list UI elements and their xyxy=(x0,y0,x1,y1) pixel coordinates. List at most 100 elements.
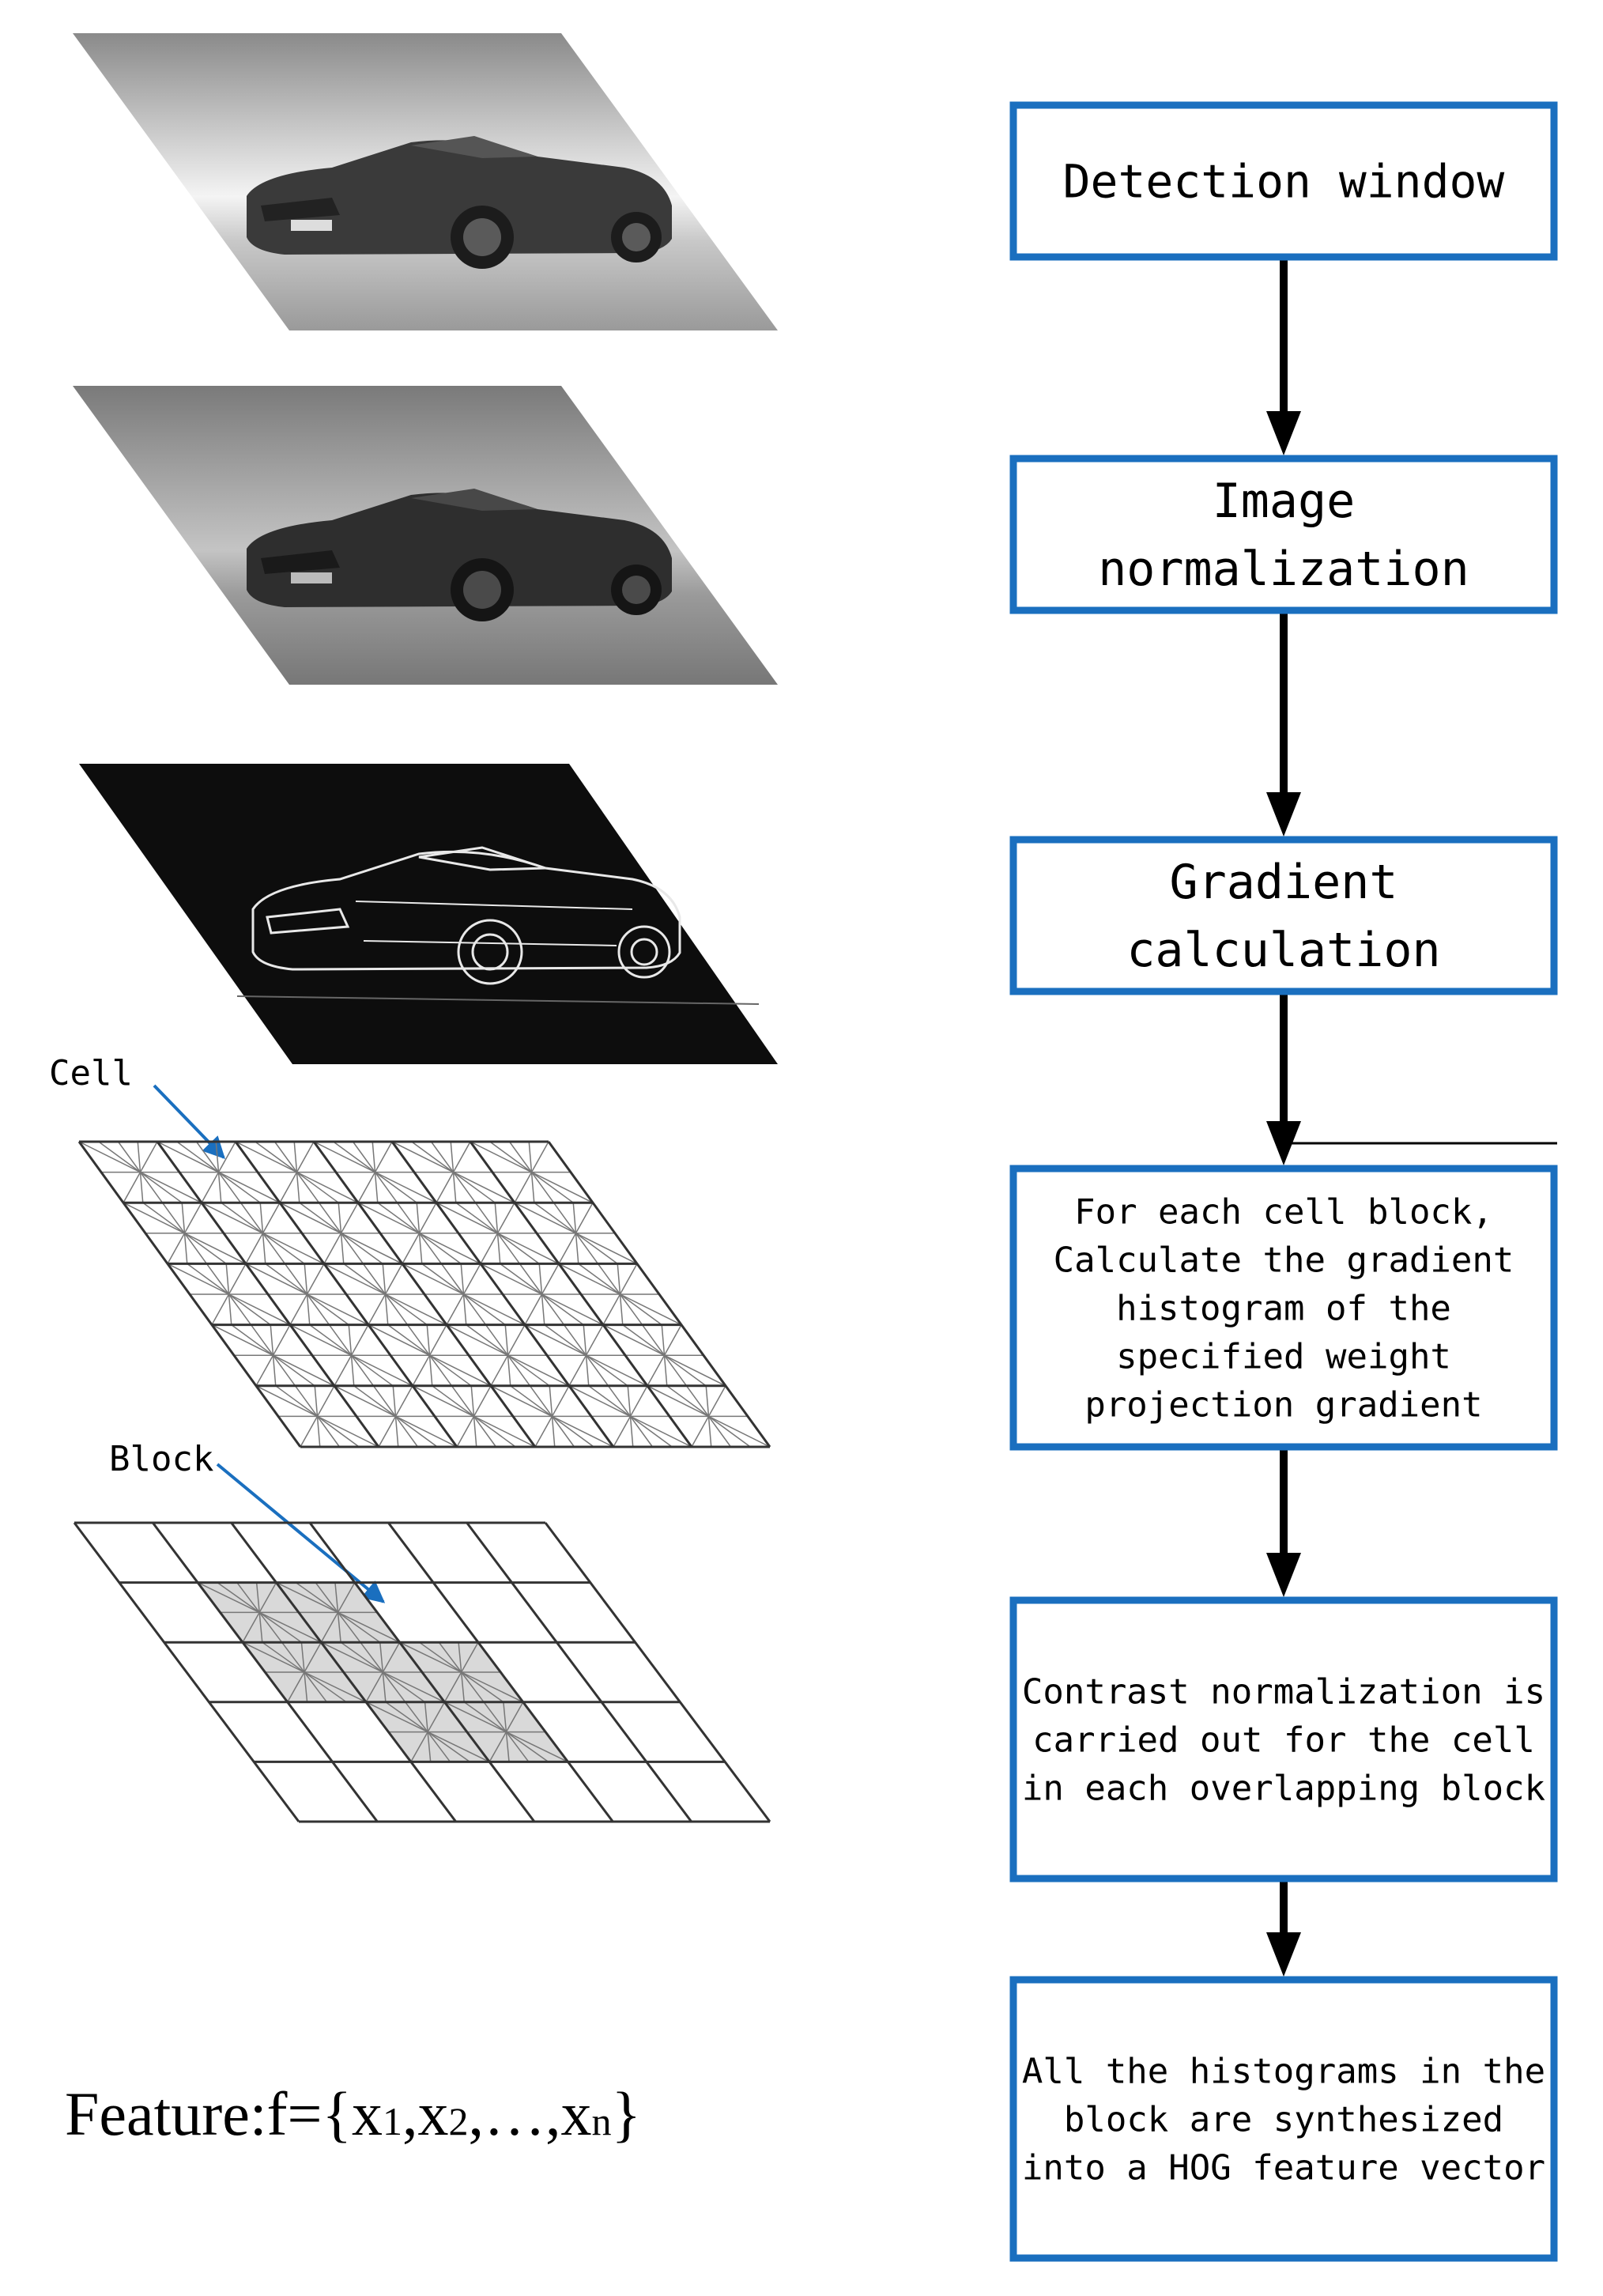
gradient-ray xyxy=(470,1141,532,1173)
gradient-ray xyxy=(524,1293,543,1325)
gradient-ray xyxy=(507,1354,570,1387)
gradient-ray xyxy=(98,1141,141,1173)
flow-arrow xyxy=(1266,991,1301,1165)
gradient-ray xyxy=(300,1642,305,1673)
grid-col-line xyxy=(387,1522,614,1822)
flow-step-4: For each cell block,Calculate the gradie… xyxy=(1009,1165,1558,1451)
gradient-ray xyxy=(496,1202,515,1234)
cell-grid-layer xyxy=(77,1140,771,1448)
gradient-ray xyxy=(201,1202,263,1234)
gradient-ray xyxy=(529,1385,553,1417)
gradient-ray xyxy=(553,1202,577,1234)
gradient-ray xyxy=(294,1385,319,1417)
gradient-ray xyxy=(575,1233,579,1264)
cell-gradient-star xyxy=(558,1263,682,1326)
cell-gradient-star xyxy=(470,1141,594,1203)
gradient-ray xyxy=(452,1172,477,1203)
gradient-ray xyxy=(585,1324,604,1356)
cell-gradient-star xyxy=(391,1141,515,1203)
gradient-ray xyxy=(313,1141,375,1173)
gradient-ray xyxy=(575,1233,599,1264)
gradient-ray xyxy=(225,1263,230,1295)
gradient-ray xyxy=(497,1233,540,1265)
cell-gradient-star xyxy=(211,1324,335,1387)
gradient-ray xyxy=(328,1324,353,1356)
gradient-ray xyxy=(262,1233,286,1264)
grid-col-line xyxy=(156,1141,380,1448)
gradient-ray xyxy=(262,1233,266,1264)
cell-gradient-star xyxy=(524,1324,648,1387)
gradient-ray xyxy=(318,1202,342,1234)
gradient-ray xyxy=(374,1172,398,1203)
gradient-ray xyxy=(473,1416,477,1448)
gradient-ray xyxy=(382,1263,387,1295)
cell-gradient-star xyxy=(323,1263,447,1326)
gradient-ray xyxy=(530,1172,555,1203)
gradient-ray xyxy=(287,1671,305,1703)
gradient-ray xyxy=(575,1233,618,1265)
gradient-ray xyxy=(183,1202,202,1234)
gradient-ray xyxy=(231,1324,273,1356)
gradient-ray xyxy=(391,1141,454,1173)
gradient-ray xyxy=(428,1354,453,1387)
gradient-ray xyxy=(452,1141,471,1173)
gradient-ray xyxy=(296,1172,320,1203)
gradient-ray xyxy=(473,1415,536,1448)
gradient-ray xyxy=(418,1202,437,1234)
gradient-ray xyxy=(258,1611,283,1643)
block-pointer-arrow xyxy=(216,1463,386,1603)
gradient-ray xyxy=(379,1642,384,1673)
gradient-ray xyxy=(316,1416,321,1448)
gradient-ray xyxy=(340,1641,383,1673)
flow-box xyxy=(1009,101,1558,261)
gradient-ray xyxy=(463,1293,506,1326)
gradient-ray xyxy=(304,1263,308,1295)
gradient-ray xyxy=(304,1671,308,1702)
gradient-ray xyxy=(450,1141,454,1173)
flow-box xyxy=(1009,836,1558,995)
subscript-n: n xyxy=(591,2099,611,2143)
cell-gradient-star xyxy=(402,1263,526,1326)
gradient-ray xyxy=(485,1324,509,1356)
gradient-ray xyxy=(470,1385,475,1417)
gradient-ray xyxy=(461,1671,524,1703)
gradient-ray xyxy=(357,1202,420,1234)
gradient-ray xyxy=(341,1233,383,1265)
gradient-ray xyxy=(455,1202,498,1234)
gradient-ray xyxy=(117,1141,141,1173)
gradient-ray xyxy=(568,1385,631,1418)
grid-col-line xyxy=(312,1141,537,1448)
gradient-ray xyxy=(585,1355,590,1386)
gradient-edge-layer xyxy=(79,764,778,1064)
gradient-ray xyxy=(705,1385,710,1417)
cell-gradient-star xyxy=(514,1202,638,1265)
gradient-ray xyxy=(317,1415,379,1448)
gradient-ray xyxy=(524,1324,587,1356)
gradient-ray xyxy=(338,1611,400,1643)
gradient-ray xyxy=(402,1233,421,1264)
gradient-ray xyxy=(544,1324,587,1356)
gradient-ray xyxy=(443,1671,462,1703)
gradient-ray xyxy=(427,1731,432,1762)
gradient-ray xyxy=(541,1263,560,1295)
gradient-ray xyxy=(382,1671,406,1703)
flow-box xyxy=(1009,1596,1558,1882)
gradient-ray xyxy=(395,1415,458,1448)
gradient-ray xyxy=(350,1324,369,1356)
gradient-ray xyxy=(317,1415,360,1448)
gradient-ray xyxy=(483,1701,507,1733)
flow-step-line: Detection window xyxy=(1063,154,1505,208)
flow-arrow xyxy=(1266,1447,1301,1597)
grid-col-line xyxy=(73,1522,300,1822)
gradient-ray xyxy=(142,1202,185,1234)
gradient-ray xyxy=(588,1385,631,1418)
gradient-ray xyxy=(531,1171,594,1203)
gradient-ray xyxy=(262,1233,325,1265)
gradient-ray xyxy=(452,1172,457,1203)
flow-step-line: Gradient xyxy=(1170,855,1398,910)
gradient-ray xyxy=(489,1141,532,1173)
gradient-ray xyxy=(211,1324,273,1356)
gradient-ray xyxy=(630,1415,692,1448)
gradient-ray xyxy=(707,1385,726,1417)
